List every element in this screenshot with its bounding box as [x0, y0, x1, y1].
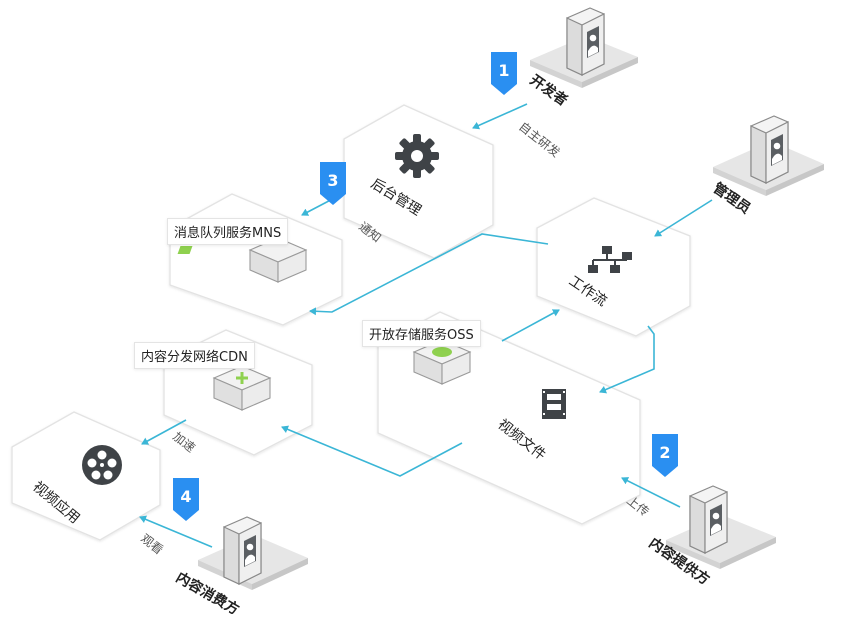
step-badge-2: 2 [652, 434, 678, 477]
flow-oss-to-workflow [501, 309, 560, 342]
oss-callout: 开放存储服务OSS [362, 320, 481, 347]
film-reel-icon [82, 445, 122, 485]
step-badge-2-text: 2 [659, 443, 670, 462]
cdn-callout-text: 内容分发网络CDN [141, 350, 248, 365]
consumer-person-icon [223, 516, 262, 585]
cdn-callout: 内容分发网络CDN [134, 342, 255, 369]
developer-actor [530, 7, 638, 88]
film-strip-icon [542, 389, 566, 419]
backend-panel [343, 104, 494, 259]
flow-workflow-to-mns [309, 233, 549, 316]
flow-oss-to-cdn [281, 425, 463, 477]
workflow-tree-icon [588, 246, 632, 273]
gear-icon [395, 134, 439, 178]
step-badge-4: 4 [173, 478, 199, 521]
edge-self-dev-label: 自主研发 [516, 119, 563, 160]
consumer-actor [198, 516, 308, 590]
mns-server-icon [177, 237, 308, 283]
step-badge-3-text: 3 [327, 171, 338, 190]
oss-callout-text: 开放存储服务OSS [369, 328, 474, 343]
step-badge-4-text: 4 [180, 487, 191, 506]
provider-actor [666, 485, 776, 569]
admin-person-icon [750, 115, 789, 184]
flow-consumer-to-videoapp [139, 515, 213, 548]
edge-watch-label: 观看 [138, 531, 166, 557]
admin-actor [713, 115, 824, 196]
step-badge-1: 1 [491, 52, 517, 95]
flow-admin-to-workflow [654, 199, 713, 237]
mns-callout: 消息队列服务MNS [167, 218, 289, 245]
step-badge-3: 3 [320, 162, 346, 205]
mns-callout-text: 消息队列服务MNS [174, 226, 282, 241]
step-badge-1-text: 1 [498, 61, 509, 80]
cdn-server-icon [212, 365, 272, 411]
provider-person-icon [689, 485, 728, 554]
edge-accelerate-label: 加速 [170, 429, 198, 455]
flow-cdn-to-videoapp [141, 419, 187, 445]
flow-workflow-to-videofile [599, 325, 655, 394]
developer-person-icon [566, 7, 605, 76]
flow-provider-to-videofile [621, 477, 681, 508]
flow-developer-to-backend [472, 103, 528, 130]
